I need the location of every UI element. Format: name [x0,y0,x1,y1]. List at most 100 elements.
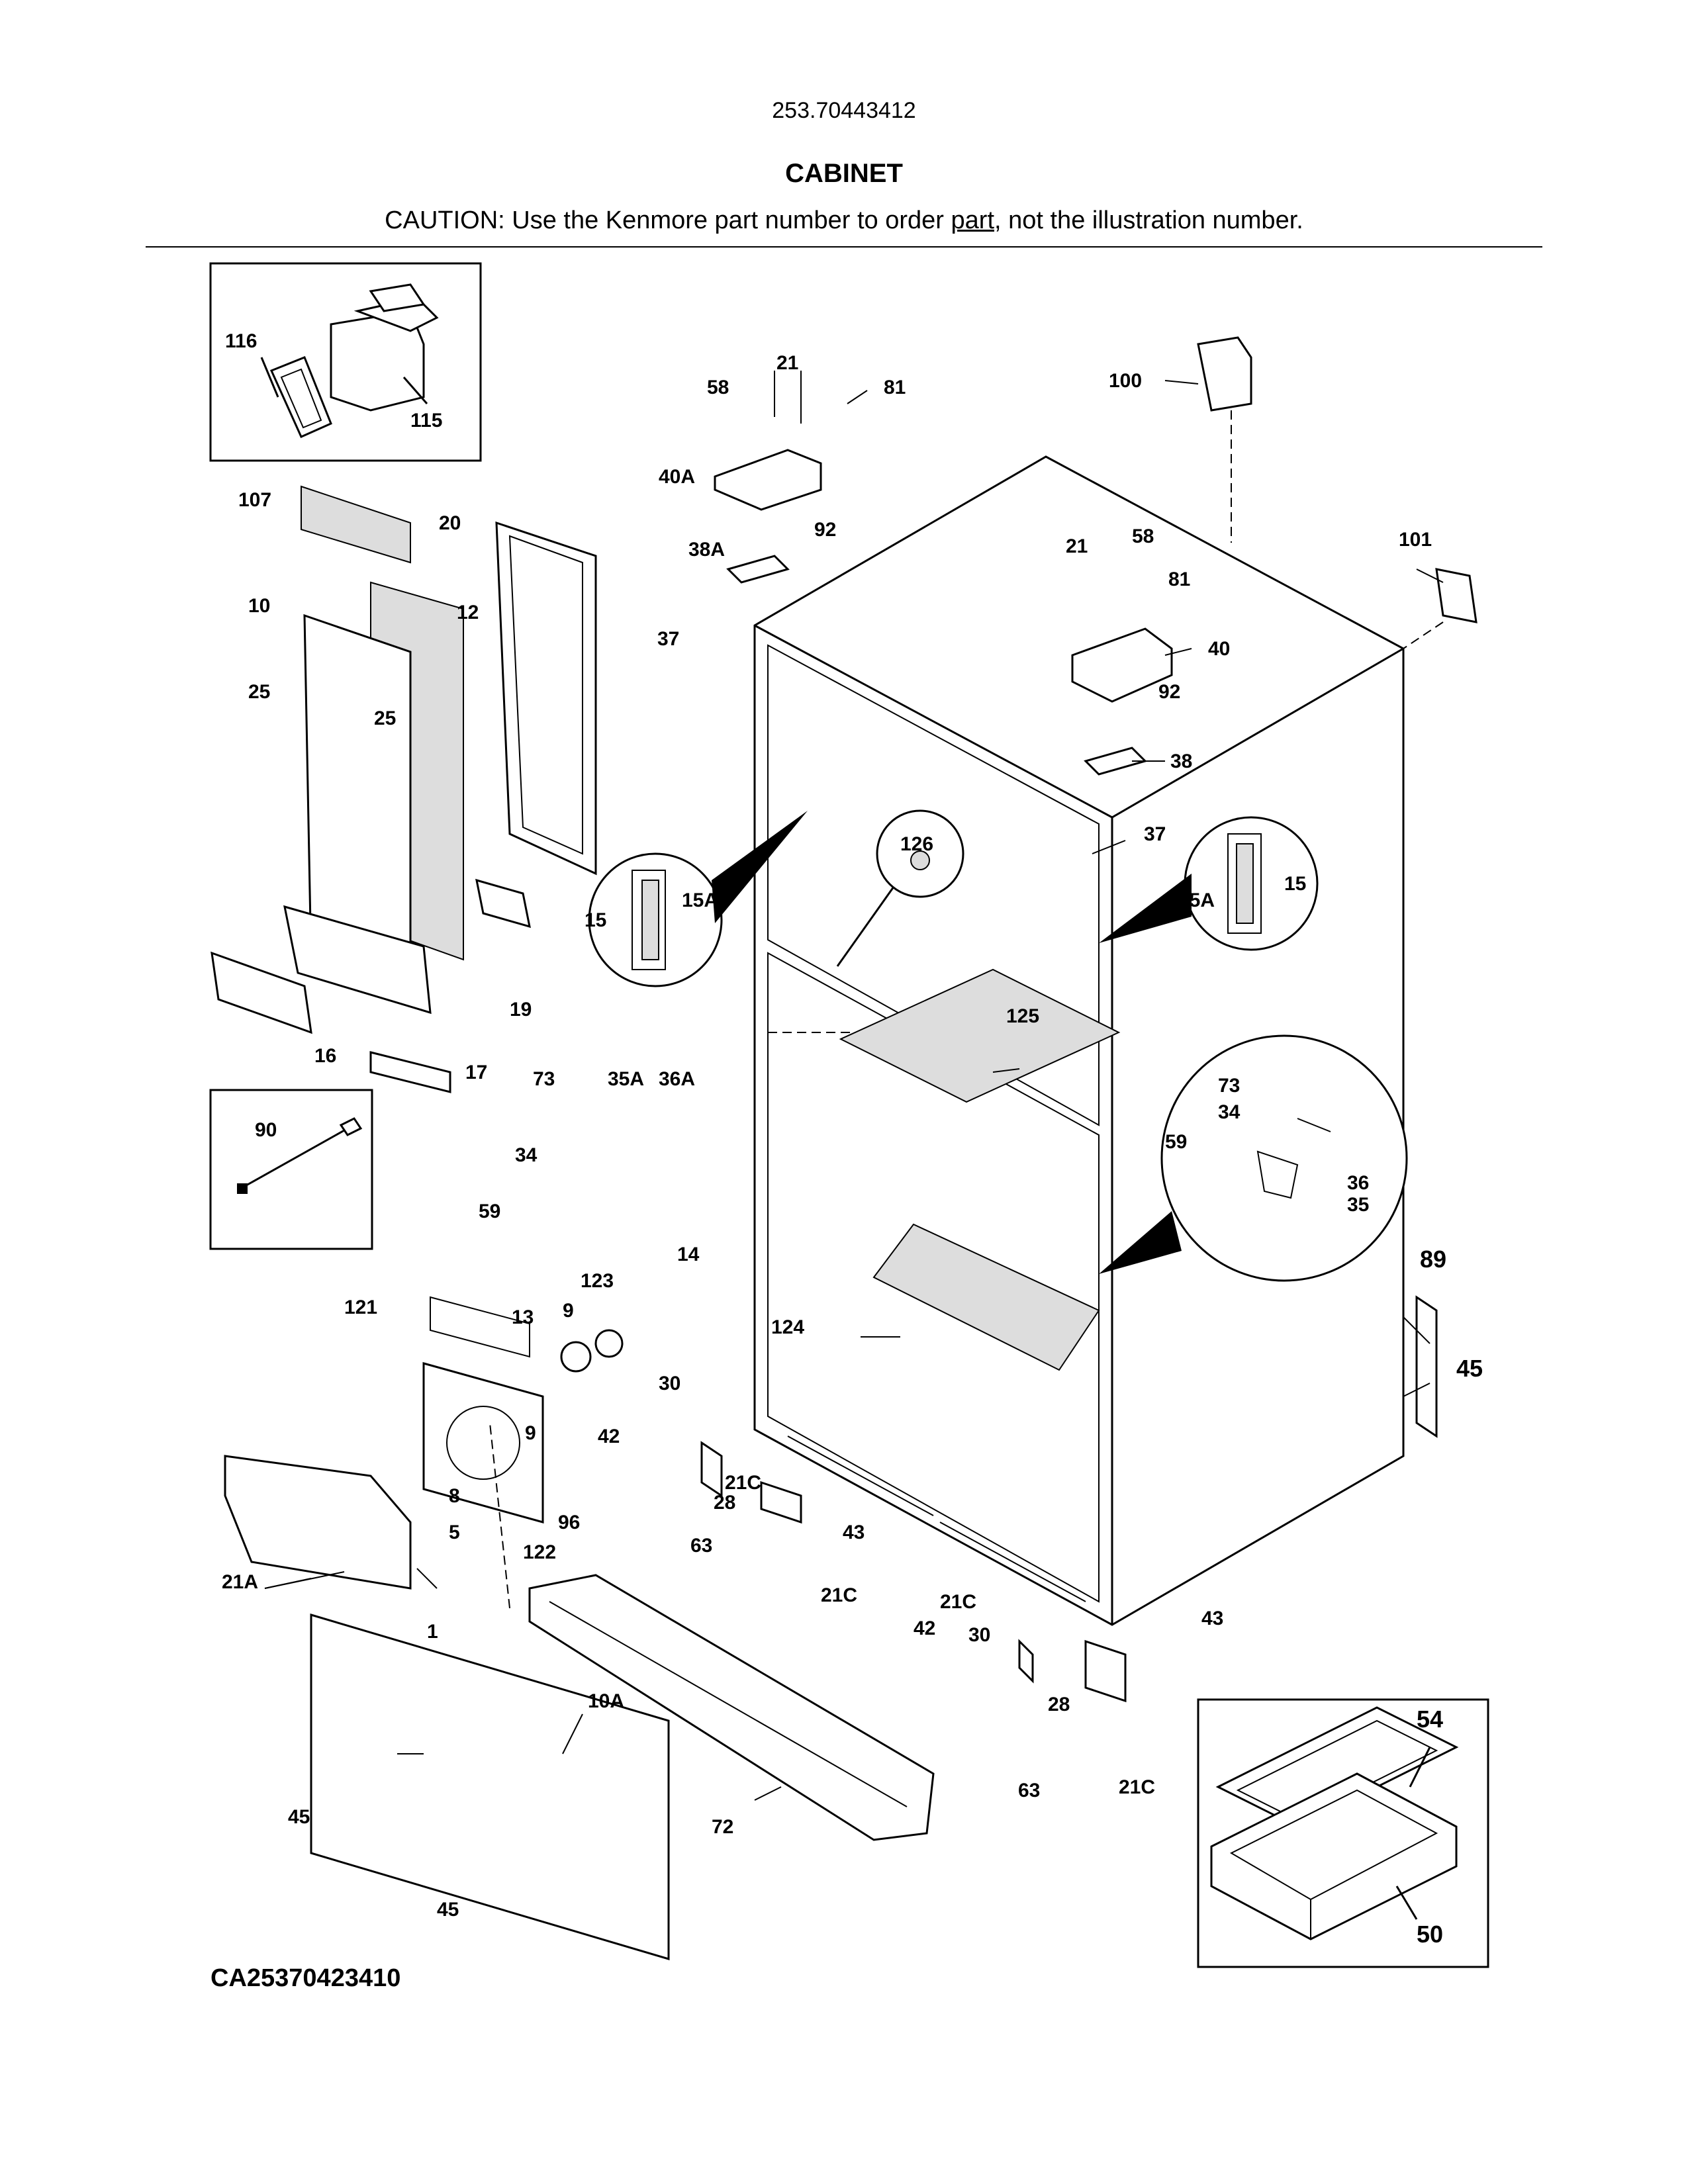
callout-21C: 21C [940,1591,976,1613]
detail-circle-right-15 [1099,816,1319,951]
callout-124: 124 [771,1316,804,1338]
callout-43: 43 [843,1522,865,1543]
callout-25: 25 [374,707,396,729]
callout-63: 63 [1018,1780,1040,1801]
callout-96: 96 [558,1512,580,1533]
callout-13: 13 [512,1306,534,1328]
callout-122: 122 [523,1541,556,1563]
callout-35: 35 [1347,1194,1369,1216]
callout-25: 25 [248,681,270,703]
callout-92: 92 [1158,681,1180,703]
callout-34: 34 [515,1144,538,1166]
callout-35A: 35A [608,1068,644,1090]
callout-36A: 36A [659,1068,695,1090]
callout-9: 9 [525,1422,536,1444]
callout-labels: 116 115 107 20 10 12 25 25 19 16 17 90 5… [222,330,1483,1948]
callout-40: 40 [1208,638,1230,660]
callout-43: 43 [1201,1608,1223,1629]
callout-38: 38 [1170,751,1192,772]
fan-assembly [224,1296,624,1590]
left-duct-assembly [211,485,597,1093]
callout-90: 90 [255,1119,277,1141]
callout-8: 8 [449,1485,460,1507]
callout-40A: 40A [659,466,695,488]
callout-73: 73 [1218,1075,1240,1097]
callout-81: 81 [1168,569,1190,590]
callout-28: 28 [714,1492,735,1514]
callout-73: 73 [533,1068,555,1090]
callout-30: 30 [968,1624,990,1646]
callout-121: 121 [344,1297,377,1318]
callout-20: 20 [439,512,461,534]
callout-50: 50 [1417,1921,1443,1948]
callout-9: 9 [563,1300,574,1322]
model-number: 253.70443412 [772,98,916,123]
callout-30: 30 [659,1373,680,1394]
callout-21A: 21A [222,1571,258,1593]
callout-116: 116 [225,330,257,352]
callout-21C: 21C [821,1584,857,1606]
callout-45: 45 [437,1899,459,1921]
callout-21: 21 [1066,535,1088,557]
callout-5: 5 [449,1522,460,1543]
caution-part-word: part [951,206,994,234]
callout-21C: 21C [725,1472,761,1494]
inset-assembly-54-50 [1197,1698,1489,1968]
callout-54: 54 [1417,1706,1443,1733]
callout-92: 92 [814,519,836,541]
callout-15A: 15A [1178,889,1215,911]
section-title: CABINET [785,159,903,188]
callout-34: 34 [1218,1101,1241,1123]
callout-125: 125 [1006,1005,1039,1027]
callout-21: 21 [776,352,798,374]
detail-circle-left-15 [588,811,808,987]
callout-21C: 21C [1119,1776,1155,1798]
callout-59: 59 [1165,1131,1187,1153]
callout-101: 101 [1399,529,1432,551]
callout-38A: 38A [688,539,725,561]
callout-58: 58 [1132,525,1154,547]
leader-lines [264,371,1444,1801]
roller-brackets [700,1295,1438,1703]
caution-suffix: , not the illustration number. [994,206,1303,234]
top-hinges [714,336,1477,776]
inset-filter-housing [209,262,482,462]
callout-81: 81 [884,377,906,398]
callout-10: 10 [248,595,270,617]
inset-wire-harness [209,1089,373,1250]
callout-72: 72 [712,1816,733,1838]
callout-12: 12 [457,602,479,623]
callout-123: 123 [581,1270,614,1292]
callout-15A: 15A [682,889,718,911]
diagram-code: CA25370423410 [211,1964,401,1992]
callout-17: 17 [465,1062,487,1083]
callout-126: 126 [900,833,933,855]
detail-circle-126 [836,809,964,967]
callout-16: 16 [314,1045,336,1067]
caution-note: CAUTION: Use the Kenmore part number to … [0,206,1688,235]
callout-37: 37 [657,628,679,650]
callout-59: 59 [479,1201,500,1222]
callout-107: 107 [238,489,271,511]
callout-45: 45 [1456,1355,1483,1382]
detail-circle-hinge [1099,1034,1408,1282]
bottom-panels [310,1422,935,1961]
callout-115: 115 [410,410,442,432]
callout-15: 15 [1284,873,1306,895]
callout-89: 89 [1420,1246,1446,1273]
callout-1: 1 [427,1621,438,1643]
callout-42: 42 [914,1617,935,1639]
header-rule [146,246,1542,248]
callout-15: 15 [585,909,606,931]
callout-14: 14 [677,1244,700,1265]
callout-37: 37 [1144,823,1166,845]
callout-100: 100 [1109,370,1142,392]
callout-45: 45 [288,1806,310,1828]
callout-36: 36 [1347,1172,1369,1194]
callout-42: 42 [598,1426,620,1447]
callout-63: 63 [690,1535,712,1557]
callout-19: 19 [510,999,532,1021]
callout-10A: 10A [588,1690,624,1712]
callout-28: 28 [1048,1694,1070,1715]
